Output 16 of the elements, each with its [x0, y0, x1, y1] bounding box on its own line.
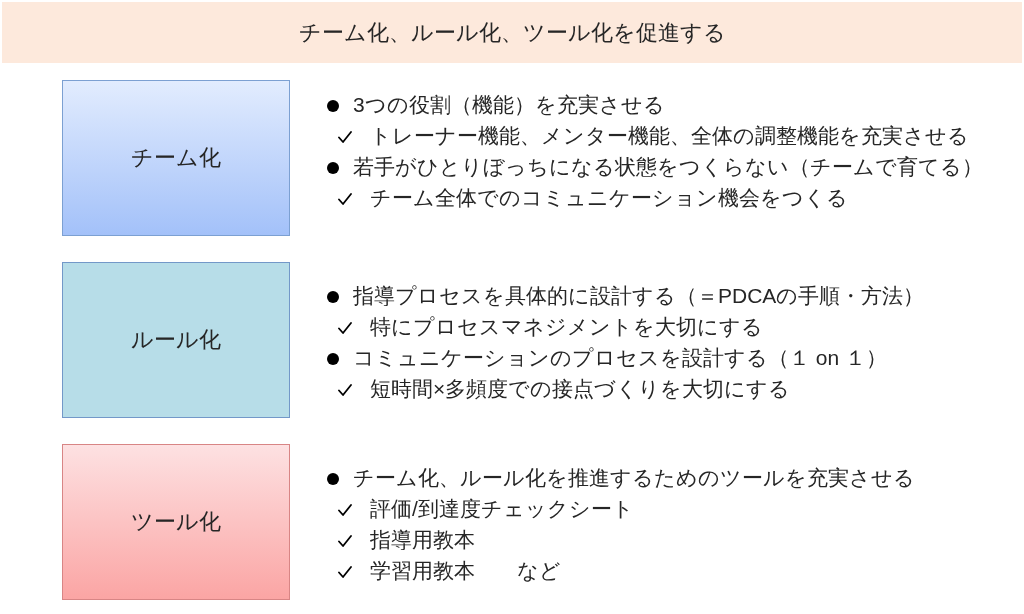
sub-point-text: 指導用教本 — [370, 527, 475, 553]
bullet-point-text: コミュニケーションのプロセスを設計する（１ on １） — [353, 345, 888, 371]
bullet-point-text: 3つの役割（機能）を充実させる — [353, 92, 665, 118]
bullet-point-text: 若手がひとりぼっちになる状態をつくらない（チームで育てる） — [353, 154, 983, 180]
title-band: チーム化、ルール化、ツール化を促進する — [2, 2, 1022, 63]
sub-point-text: 学習用教本 など — [370, 558, 561, 584]
bullet-point-text: チーム化、ルール化を推進するためのツールを充実させる — [353, 465, 915, 491]
category-box: チーム化 — [62, 80, 290, 236]
sub-point-text: 特にプロセスマネジメントを大切にする — [370, 314, 763, 340]
bullet-point-text: 指導プロセスを具体的に設計する（＝PDCAの手順・方法） — [353, 283, 925, 309]
sub-point-text: チーム全体でのコミュニケーション機会をつくる — [370, 185, 848, 211]
category-box: ルール化 — [62, 262, 290, 418]
sub-point-text: 短時間×多頻度での接点づくりを大切にする — [370, 376, 791, 402]
category-box: ツール化 — [62, 444, 290, 600]
sub-point-text: 評価/到達度チェックシート — [370, 496, 634, 522]
sub-point-text: トレーナー機能、メンター機能、全体の調整機能を充実させる — [370, 123, 969, 149]
